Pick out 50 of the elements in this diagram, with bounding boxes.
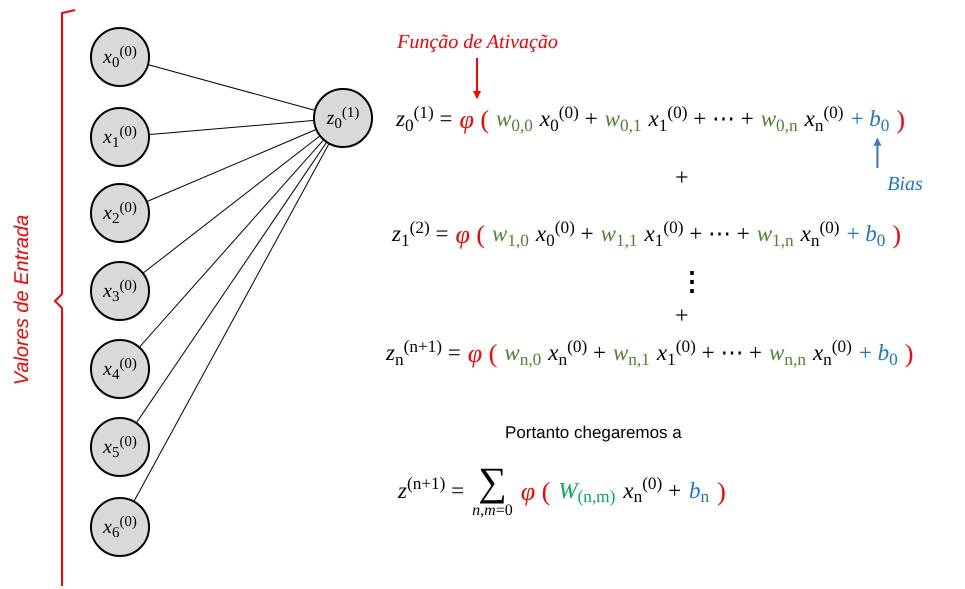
bias-term: + b$_{0}$	[850, 102, 890, 137]
weight-term: w$_{n,1}$	[612, 339, 650, 371]
leader-arrow	[873, 138, 882, 168]
activation-term: )	[896, 104, 906, 136]
annotation-label: Função de Ativação	[397, 30, 558, 55]
activation-term: φ (	[455, 219, 485, 251]
weight-term: w$_{1,1}$	[600, 220, 638, 252]
bias-term: b$_{n}$	[689, 476, 710, 508]
weight-term: w$_{n,n}$	[769, 339, 806, 371]
formula-term: x$_{1}$$^{(0)}$ + ⋯ +	[644, 217, 750, 252]
leader-arrow	[473, 58, 481, 99]
summation-index: n,m=0	[472, 502, 513, 520]
bias-term: + b$_{0}$	[858, 339, 898, 371]
connection-line	[134, 144, 330, 502]
weight-term: w$_{0,0}$	[496, 105, 533, 137]
formula-term: z$_{1}$$^{(2)}$ =	[392, 217, 448, 252]
vertical-ellipsis: ⋮	[679, 267, 705, 296]
plus-sign: +	[675, 165, 689, 191]
weight-term: w$_{1,0}$	[492, 220, 529, 252]
weight-term: w$_{1,n}$	[756, 220, 794, 252]
activation-term: φ (	[459, 100, 489, 139]
connection-line	[136, 142, 327, 423]
summation-symbol: ∑	[478, 462, 507, 502]
formula-term: z$^{(n+1)}$ =	[398, 474, 464, 505]
plus-sign: +	[675, 303, 689, 329]
weight-term: w$_{0,n}$	[760, 105, 798, 137]
formula-term: x$_{1}$$^{(0)}$ + ⋯ +	[656, 336, 762, 371]
formula-term: x$_{0}$$^{(0)}$ +	[536, 217, 594, 252]
caption-text: Portanto chegaremos a	[505, 423, 682, 442]
formula-term: x$_{n}$$^{(0)}$ +	[623, 474, 682, 508]
activation-term: φ (	[468, 338, 498, 370]
bias-term: + b$_{0}$	[846, 220, 886, 252]
formula-term: z$_{n}$$^{(n+1)}$ =	[386, 336, 461, 371]
connection-line	[139, 140, 324, 348]
connection-line	[143, 136, 320, 274]
formula-term: z$_{0}$$^{(1)}$ =	[396, 102, 452, 137]
activation-term: φ (	[520, 476, 550, 508]
activation-term: )	[904, 338, 914, 370]
activation-term: )	[717, 476, 726, 508]
connection-line	[148, 64, 315, 111]
formula-term: x$_{n}$$^{(0)}$ +	[548, 336, 606, 371]
annotation-label: Bias	[887, 172, 923, 197]
weight-term: w$_{n,0}$	[504, 339, 542, 371]
weight-term: w$_{0,1}$	[604, 105, 642, 137]
weight-term: W$_{(n,m)}$	[558, 476, 616, 508]
activation-term: )	[892, 219, 902, 251]
connection-line	[149, 120, 314, 135]
formula-term: x$_{1}$$^{(0)}$ + ⋯ +	[648, 102, 754, 137]
bracket-label: Valores de Entrada	[11, 214, 33, 386]
formula-term: x$_{0}$$^{(0)}$ +	[540, 102, 598, 137]
